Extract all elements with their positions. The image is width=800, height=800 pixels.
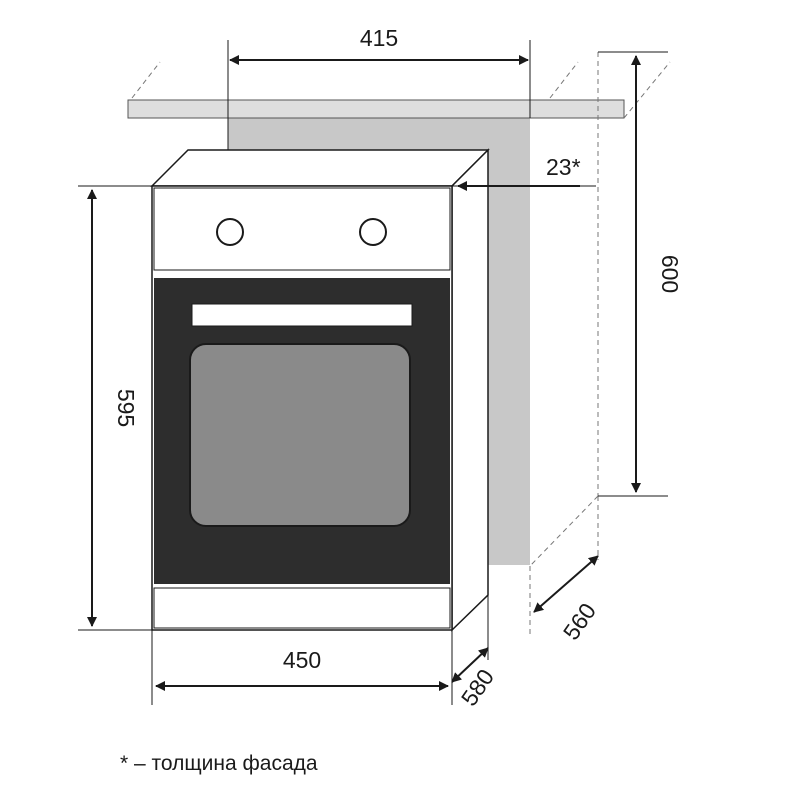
niche-back-wall — [228, 118, 530, 565]
dim-line-580 — [451, 647, 489, 683]
dim-label-23: 23* — [546, 154, 581, 180]
bottom-drawer — [153, 587, 451, 629]
dim-line-560 — [533, 555, 599, 613]
dim-label-415: 415 — [360, 25, 398, 51]
control-knob-right-icon — [359, 218, 387, 246]
door-window — [189, 343, 411, 527]
dim-label-560: 560 — [558, 598, 601, 644]
footnote: * – толщина фасада — [120, 752, 318, 775]
oven-side-face — [451, 148, 489, 632]
countertop — [127, 99, 625, 119]
door-handle-icon — [191, 303, 413, 327]
dim-label-600: 600 — [657, 255, 683, 293]
dim-label-595: 595 — [113, 389, 139, 427]
dim-label-450: 450 — [283, 647, 321, 673]
control-knob-left-icon — [216, 218, 244, 246]
control-panel — [153, 187, 451, 271]
oven-top-face — [150, 149, 490, 187]
